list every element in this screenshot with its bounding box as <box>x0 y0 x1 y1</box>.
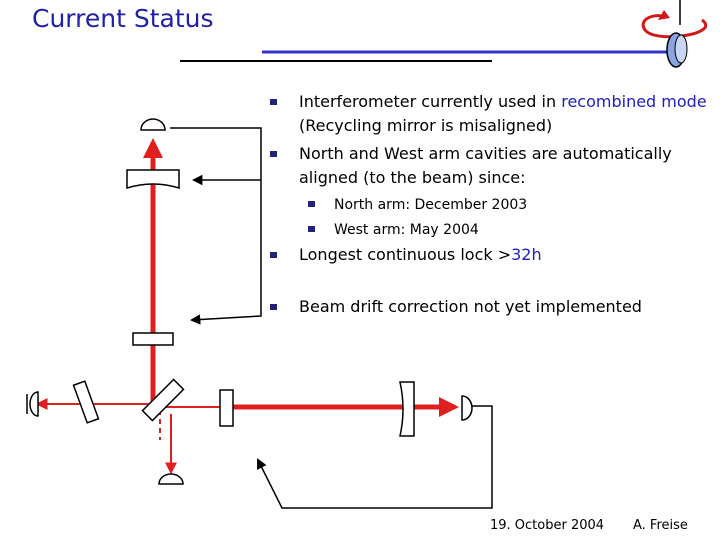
west-input-mirror <box>219 389 234 427</box>
recycling-mirror <box>72 380 100 424</box>
bullet-text: Interferometer currently used in recombi… <box>299 92 707 135</box>
bullet-text: North and West arm cavities are automati… <box>299 144 672 187</box>
bullet-text: West arm: May 2004 <box>334 222 479 238</box>
north-input-mirror <box>132 332 174 346</box>
bullet-marker <box>270 252 277 258</box>
bullet-marker <box>308 201 315 207</box>
bullet-text: Beam drift correction not yet implemente… <box>299 297 642 316</box>
footer-author: A. Freise <box>633 518 688 533</box>
north-end-mirror <box>126 169 180 190</box>
bullet-marker <box>270 99 277 105</box>
west-end-photodetector <box>461 395 473 421</box>
mirror-logo-icon <box>641 0 707 68</box>
left-photodetector <box>29 391 39 417</box>
bullet-marker <box>308 226 315 232</box>
bullet-marker <box>270 151 277 157</box>
bullet-text: Longest continuous lock >32h <box>299 245 542 264</box>
west-feedback-arrow <box>257 405 493 509</box>
west-end-mirror <box>399 381 415 437</box>
output-photodetector <box>158 473 184 485</box>
bullet-text: North arm: December 2003 <box>334 197 528 213</box>
north-feedback-arrow <box>170 127 262 325</box>
bullet-marker <box>270 304 277 310</box>
slide-title: Current Status <box>32 4 214 33</box>
beam-splitter <box>141 378 185 422</box>
north-end-photodetector <box>140 118 166 131</box>
footer-date: 19. October 2004 <box>490 518 605 533</box>
